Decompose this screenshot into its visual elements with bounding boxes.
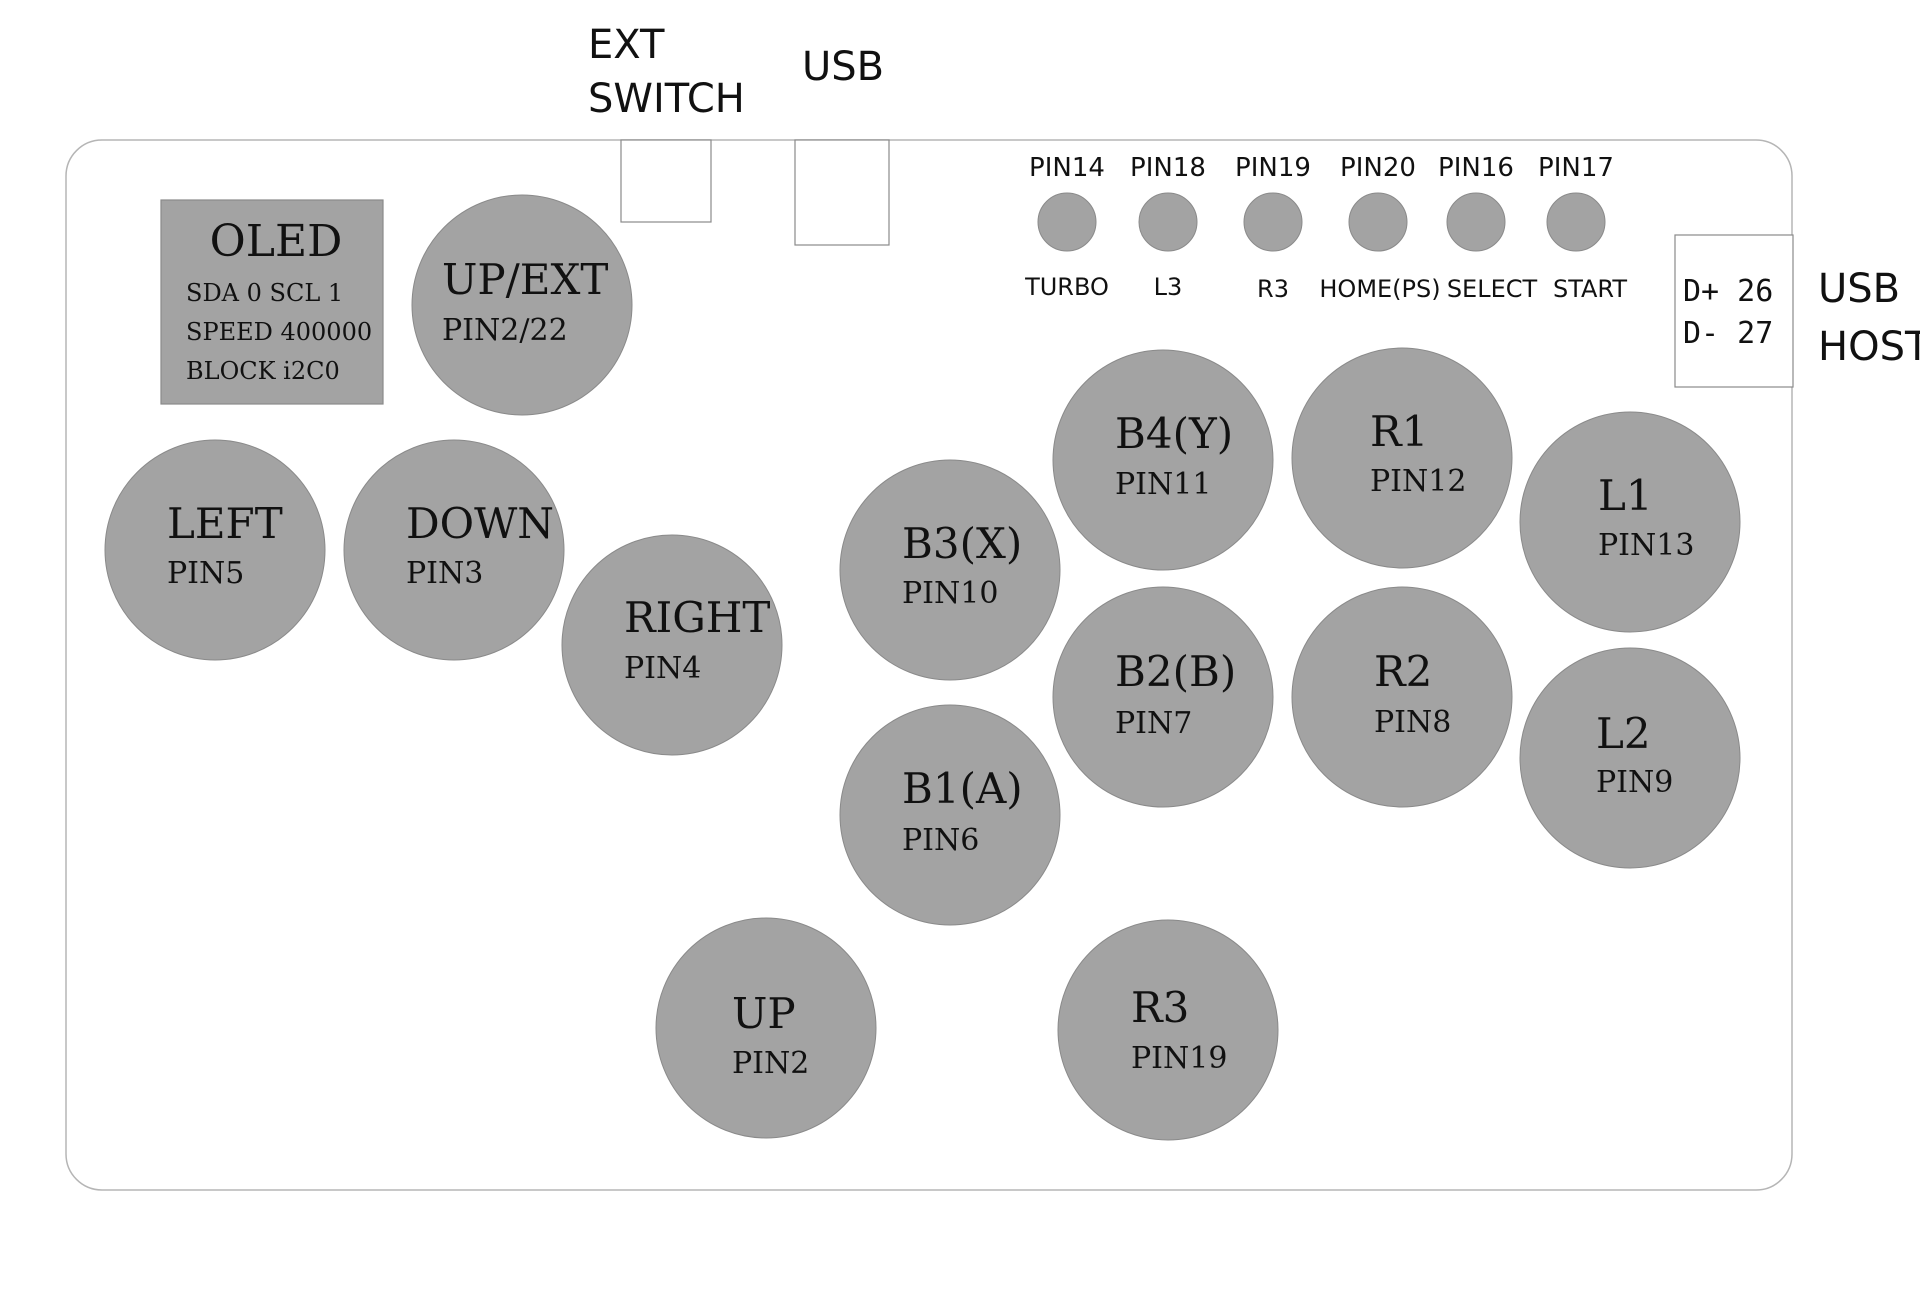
- oled-line-block: BLOCK i2C0: [186, 357, 340, 385]
- button-circle[interactable]: [1291, 586, 1513, 808]
- button-right[interactable]: RIGHT PIN4: [561, 534, 783, 756]
- aux-button-turbo[interactable]: PIN14 TURBO: [1024, 153, 1109, 301]
- usb-host-label-line1: USB: [1818, 266, 1900, 312]
- button-pin: PIN9: [1596, 765, 1673, 800]
- aux-button-circle[interactable]: [1138, 192, 1198, 252]
- aux-button-start[interactable]: PIN17 START: [1538, 153, 1627, 303]
- button-circle[interactable]: [1291, 347, 1513, 569]
- aux-pin-label: PIN14: [1029, 153, 1105, 183]
- button-pin: PIN2/22: [442, 313, 568, 348]
- usb-host-dminus: D- 27: [1683, 316, 1773, 351]
- aux-button-home[interactable]: PIN20 HOME(PS): [1319, 153, 1440, 303]
- aux-function-label: L3: [1154, 273, 1183, 301]
- button-label: B1(A): [902, 764, 1023, 813]
- aux-pin-label: PIN17: [1538, 153, 1614, 183]
- button-label: B3(X): [902, 519, 1022, 568]
- button-up[interactable]: UP PIN2: [655, 917, 877, 1139]
- aux-function-label: TURBO: [1024, 273, 1109, 301]
- button-left[interactable]: LEFT PIN5: [104, 439, 326, 661]
- button-circle[interactable]: [1052, 586, 1274, 808]
- button-pin: PIN11: [1115, 467, 1211, 502]
- button-circle[interactable]: [104, 439, 326, 661]
- button-label: R1: [1370, 407, 1428, 456]
- aux-pin-label: PIN20: [1340, 153, 1416, 183]
- button-label: L2: [1596, 709, 1651, 758]
- aux-button-r3[interactable]: PIN19 R3: [1235, 153, 1311, 303]
- button-pin: PIN7: [1115, 706, 1192, 741]
- button-circle[interactable]: [839, 704, 1061, 926]
- oled-display: [160, 199, 384, 405]
- oled-line-speed: SPEED 400000: [186, 318, 372, 346]
- button-pin: PIN12: [1370, 464, 1466, 499]
- button-pin: PIN5: [167, 556, 244, 591]
- button-circle[interactable]: [1519, 411, 1741, 633]
- button-r1[interactable]: R1 PIN12: [1291, 347, 1513, 569]
- aux-button-circle[interactable]: [1243, 192, 1303, 252]
- ext-switch-label-line2: SWITCH: [588, 76, 745, 122]
- aux-button-circle[interactable]: [1546, 192, 1606, 252]
- aux-function-label: HOME(PS): [1319, 275, 1440, 303]
- button-pin: PIN2: [732, 1046, 809, 1081]
- aux-function-label: SELECT: [1447, 275, 1538, 303]
- button-b3[interactable]: B3(X) PIN10: [839, 459, 1061, 681]
- aux-function-label: R3: [1257, 275, 1289, 303]
- button-pin: PIN13: [1598, 528, 1694, 563]
- aux-button-l3[interactable]: PIN18 L3: [1130, 153, 1206, 301]
- aux-button-select[interactable]: PIN16 SELECT: [1438, 153, 1537, 303]
- button-circle[interactable]: [1519, 647, 1741, 869]
- button-circle[interactable]: [655, 917, 877, 1139]
- usb-host-dplus: D+ 26: [1683, 274, 1773, 309]
- button-pin: PIN4: [624, 651, 701, 686]
- button-down[interactable]: DOWN PIN3: [343, 439, 565, 661]
- button-pin: PIN3: [406, 556, 483, 591]
- ext-switch-port: [620, 139, 712, 223]
- button-l2[interactable]: L2 PIN9: [1519, 647, 1741, 869]
- usb-port-label: USB: [802, 44, 884, 90]
- button-pin: PIN10: [902, 576, 998, 611]
- button-b2[interactable]: B2(B) PIN7: [1052, 586, 1274, 808]
- button-label: B2(B): [1115, 647, 1236, 696]
- oled-line-sda-scl: SDA 0 SCL 1: [186, 279, 343, 307]
- aux-button-circle[interactable]: [1446, 192, 1506, 252]
- aux-button-circle[interactable]: [1348, 192, 1408, 252]
- button-circle[interactable]: [411, 194, 633, 416]
- ext-switch-label-line1: EXT: [588, 22, 665, 68]
- button-pin: PIN8: [1374, 705, 1451, 740]
- button-label: RIGHT: [624, 593, 770, 642]
- button-label: R2: [1374, 647, 1432, 696]
- button-label: LEFT: [167, 499, 283, 548]
- button-label: UP: [732, 989, 796, 1038]
- button-label: L1: [1598, 471, 1653, 520]
- button-pin: PIN6: [902, 823, 979, 858]
- aux-function-label: START: [1553, 275, 1627, 303]
- button-label: B4(Y): [1115, 409, 1233, 458]
- button-l1[interactable]: L1 PIN13: [1519, 411, 1741, 633]
- button-label: UP/EXT: [442, 255, 608, 304]
- aux-button-circle[interactable]: [1037, 192, 1097, 252]
- usb-host-label-line2: HOST: [1818, 324, 1920, 370]
- button-label: R3: [1131, 983, 1189, 1032]
- button-pin: PIN19: [1131, 1041, 1227, 1076]
- button-label: DOWN: [406, 499, 554, 548]
- aux-pin-label: PIN18: [1130, 153, 1206, 183]
- button-circle[interactable]: [839, 459, 1061, 681]
- button-circle[interactable]: [343, 439, 565, 661]
- button-b4[interactable]: B4(Y) PIN11: [1052, 349, 1274, 571]
- button-b1[interactable]: B1(A) PIN6: [839, 704, 1061, 926]
- button-circle[interactable]: [561, 534, 783, 756]
- oled-title: OLED: [210, 216, 343, 267]
- aux-pin-label: PIN19: [1235, 153, 1311, 183]
- button-circle[interactable]: [1057, 919, 1279, 1141]
- usb-host-connector: [1674, 234, 1794, 388]
- button-up-ext[interactable]: UP/EXT PIN2/22: [411, 194, 633, 416]
- button-circle[interactable]: [1052, 349, 1274, 571]
- usb-port: [794, 139, 890, 246]
- button-r3[interactable]: R3 PIN19: [1057, 919, 1279, 1141]
- button-r2[interactable]: R2 PIN8: [1291, 586, 1513, 808]
- aux-pin-label: PIN16: [1438, 153, 1514, 183]
